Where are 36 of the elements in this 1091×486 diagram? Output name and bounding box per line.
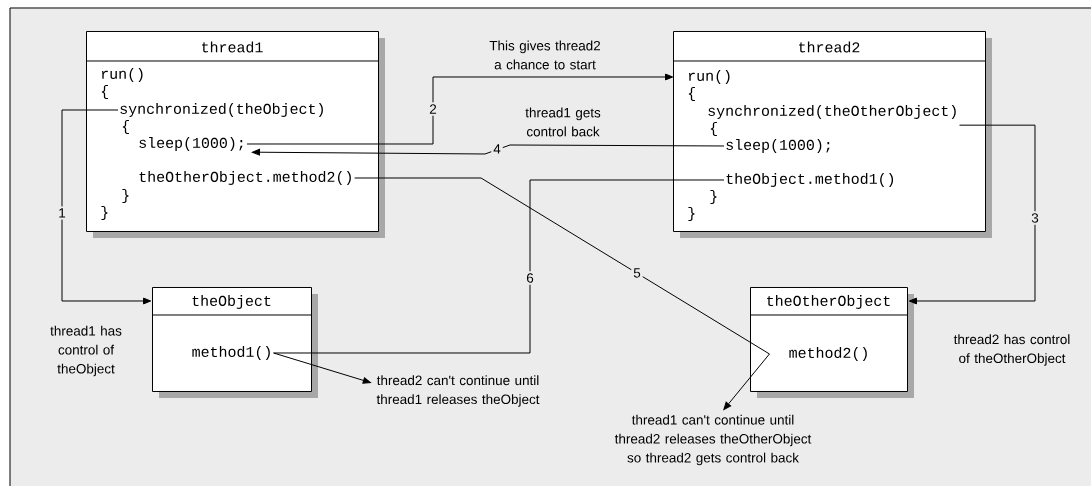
connector-arrow: [61, 109, 152, 305]
code-line: {: [688, 87, 695, 101]
connector-arrow: [723, 353, 770, 411]
code-line: }: [101, 206, 108, 220]
step-number: 2: [427, 102, 439, 116]
code-line: synchronized(theOtherObject): [708, 105, 956, 119]
code-line: run(): [688, 70, 730, 84]
note-text: thread1 has control of theObject: [50, 325, 122, 377]
code-line: }: [122, 189, 129, 203]
caption-text: thread1 can't continue until thread2 releases theOtherObject so thread2 gets control back: [614, 414, 812, 466]
connector-arrow: [246, 73, 674, 145]
code-line: {: [101, 85, 108, 99]
code-line: method1(): [192, 346, 270, 360]
caption-text: thread2 can't continue until thread1 releases theObject: [376, 375, 540, 407]
connector-arrow: [251, 144, 725, 156]
code-line: synchronized(theObject): [120, 103, 323, 117]
connector-arrow: [273, 352, 371, 384]
code-line: theOtherObject.method2(): [139, 171, 351, 185]
step-number: 6: [524, 271, 536, 285]
note-text: thread2 has control of theOtherObject: [953, 334, 1070, 366]
code-line: {: [710, 122, 717, 136]
code-line: run(): [101, 68, 143, 82]
code-line: method2(): [789, 347, 867, 361]
step-number: 5: [631, 266, 643, 280]
code-line: {: [122, 120, 129, 134]
step-number: 3: [1029, 211, 1041, 225]
step-number: 1: [56, 206, 68, 220]
step-number: 4: [491, 142, 503, 156]
code-line: theObject.method1(): [726, 173, 894, 187]
code-line: sleep(1000);: [726, 139, 830, 153]
note-text: This gives thread2 a chance to start: [489, 40, 600, 70]
note-text: thread1 gets control back: [525, 107, 601, 137]
code-line: sleep(1000);: [139, 137, 243, 151]
code-line: }: [688, 207, 695, 221]
code-line: }: [710, 190, 717, 204]
connector-arrow: [908, 124, 1036, 305]
